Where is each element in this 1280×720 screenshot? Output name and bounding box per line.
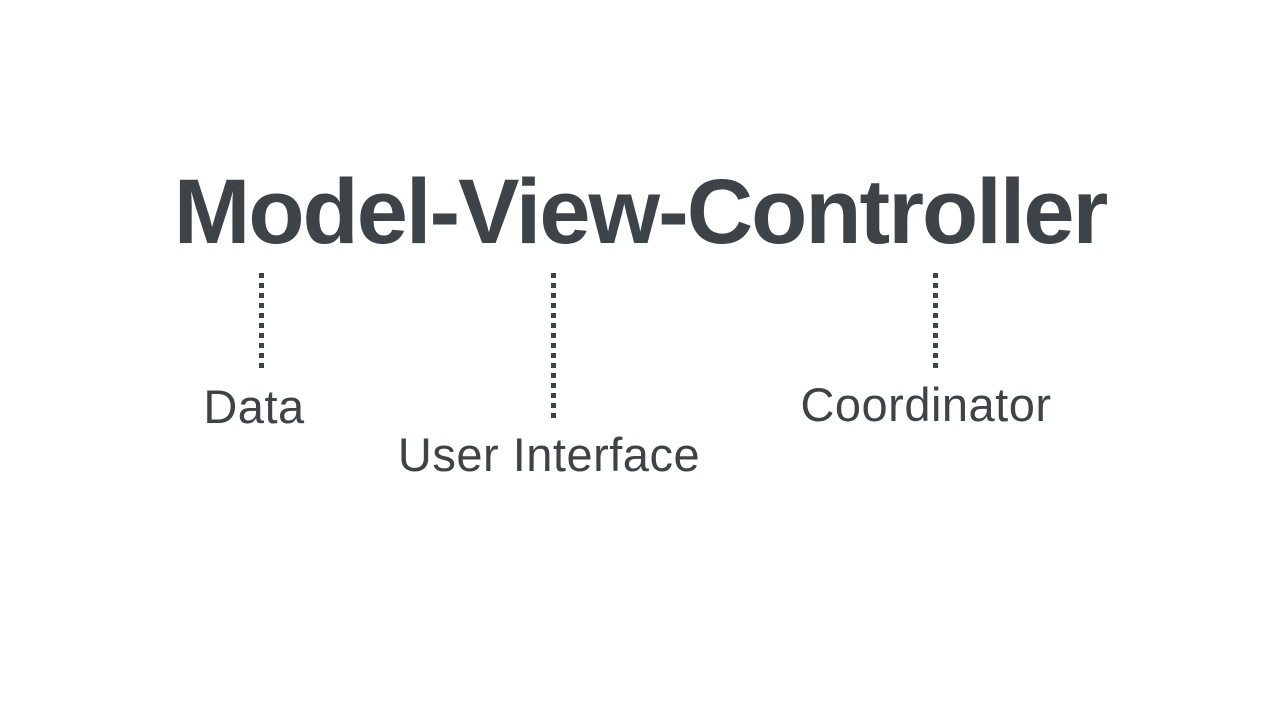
dotted-connector-view-to-user-interface <box>551 273 556 418</box>
diagram-title: Model-View-Controller <box>173 161 1109 263</box>
label-coordinator: Coordinator <box>800 378 1052 431</box>
dotted-connector-model-to-data <box>259 273 264 368</box>
dotted-connector-controller-to-coordinator <box>933 273 938 370</box>
label-user-interface: User Interface <box>397 428 701 481</box>
label-data: Data <box>203 380 305 433</box>
